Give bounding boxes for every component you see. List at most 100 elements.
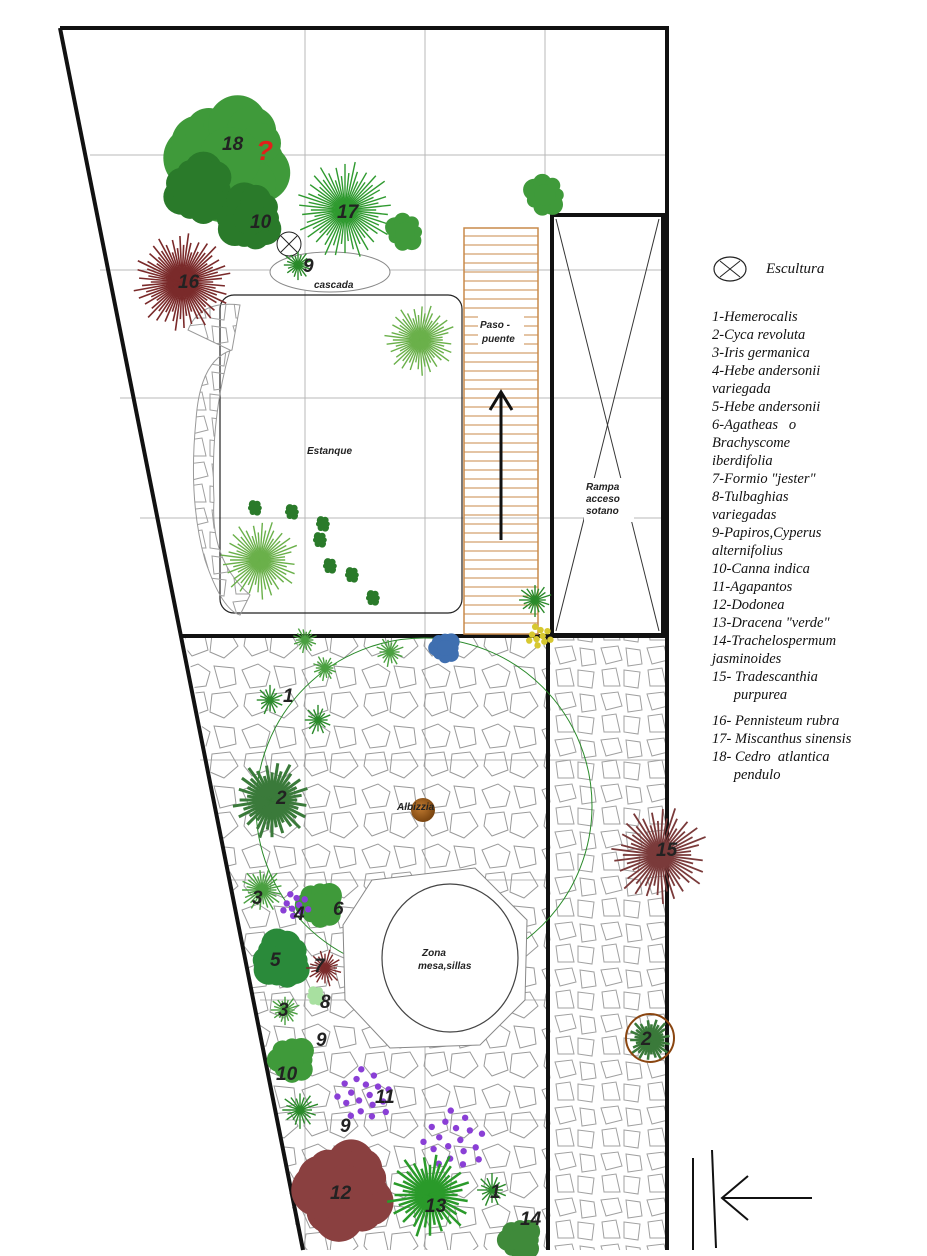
pond-shrub — [247, 500, 262, 516]
flowers-yellow-bridge — [526, 623, 554, 649]
plant-number: 16 — [178, 272, 200, 293]
label-albizzia: Albizzia — [396, 802, 435, 813]
plant-number: 11 — [375, 1087, 395, 1108]
grass-pond-blade — [419, 339, 432, 373]
hemerocallis-1-blade — [259, 689, 271, 701]
grass-pond-lower — [220, 522, 298, 600]
agapanthus-1-flower — [341, 1080, 348, 1087]
tulbaghia-core — [311, 991, 321, 1001]
iris-1-blade — [246, 872, 263, 891]
grass-pond-blade — [419, 339, 450, 362]
iris-1-blade — [261, 889, 280, 904]
grass-pond-blade — [419, 339, 423, 376]
grass-pond-lower-blade — [259, 559, 295, 566]
legend-item: 12-Dodonea — [712, 597, 785, 613]
label-zona-1: Zona — [421, 948, 446, 959]
iris-1-blade — [261, 889, 274, 910]
grass-pond-lower-blade — [259, 532, 283, 561]
pond-shrub — [322, 558, 337, 574]
papyrus-lower-blade — [299, 1109, 316, 1116]
agathea — [294, 883, 342, 928]
tradescantia-blade — [659, 854, 703, 862]
small-grass-3-blade — [324, 663, 337, 669]
hemerocallis-3-blade — [491, 1176, 498, 1191]
agapanthus-2-flower — [436, 1134, 443, 1141]
tradescantia-blade — [659, 850, 692, 856]
iris-1-blade — [261, 872, 278, 891]
papyrus-lower-blade — [294, 1109, 301, 1125]
hebe-variegated-flower — [283, 900, 290, 907]
trachelospermum — [496, 1219, 541, 1256]
papyrus-lower-blade — [299, 1101, 312, 1111]
plant-number: 2 — [275, 788, 287, 809]
hemerocallis-1-blade — [269, 699, 283, 706]
papyrus-top-blade — [285, 255, 299, 266]
phormium-blade — [324, 959, 340, 969]
miscanthus-top-blade — [344, 172, 368, 211]
agapanthus-1-flower — [343, 1099, 350, 1107]
pond-shrub — [344, 567, 359, 583]
phormium-blade — [324, 949, 331, 969]
hebe-variegated — [280, 891, 312, 920]
tradescantia-blade — [659, 827, 698, 856]
grass-bridge — [519, 585, 552, 617]
hemerocallis-1-blade — [260, 699, 271, 710]
cycas-2 — [630, 1019, 670, 1061]
agapanthus-2-flower — [452, 1124, 460, 1132]
miscanthus-top-blade — [344, 209, 375, 243]
agapanthus-1-flower — [334, 1093, 341, 1100]
iris-2-blade — [284, 998, 294, 1011]
small-grass-2-blade — [389, 640, 398, 653]
small-grass-3-blade — [322, 667, 326, 682]
cedar-tree-lower — [163, 151, 233, 224]
agapanthus-2-flower — [428, 1123, 435, 1131]
agapanthus-1-flower — [348, 1089, 355, 1096]
grass-pond — [384, 305, 454, 376]
small-grass-2-blade — [387, 639, 391, 653]
sculpture-icon — [713, 256, 747, 282]
small-grass-2-blade — [377, 651, 391, 658]
pond-shrub-core — [326, 562, 334, 570]
small-grass-2-blade — [383, 651, 391, 664]
hemerocallis-3-blade — [480, 1178, 493, 1191]
flowers-yellow-bridge-flower — [531, 623, 539, 631]
flowers-yellow-bridge-flower — [544, 627, 551, 635]
agapanthus-1-flower — [355, 1097, 363, 1104]
iris-2 — [270, 996, 300, 1026]
tradescantia-blade — [659, 854, 704, 873]
plant-number: 3 — [252, 888, 263, 909]
grass-pond-blade — [419, 339, 452, 354]
agapanthus-1-flower — [368, 1113, 376, 1120]
legend-sculpture-label: Escultura — [766, 260, 825, 277]
agapanthus-1-flower — [385, 1086, 392, 1093]
pond-shrub — [312, 532, 327, 548]
label-rampa-2: acceso — [586, 494, 620, 505]
miscanthus-top-blade — [299, 204, 346, 211]
legend-item: 2-Cyca revoluta — [712, 327, 806, 343]
grass-pond-lower-blade — [259, 537, 291, 561]
legend-item: 1-Hemerocalis — [712, 309, 798, 325]
papyrus-lower-blade — [299, 1109, 306, 1124]
legend-item: 11-Agapantos — [712, 579, 793, 595]
miscanthus-top-blade — [302, 209, 346, 216]
grass-pond-lower-blade — [223, 559, 261, 566]
miscanthus-top-blade — [344, 209, 388, 216]
hebe-variegated-flower — [304, 906, 312, 913]
flowers-yellow-bridge-flower — [539, 632, 546, 640]
miscanthus-top-blade — [319, 167, 346, 211]
miscanthus-top-blade — [344, 209, 369, 251]
plant-number: 17 — [337, 202, 360, 223]
hebe-core — [267, 945, 297, 975]
cycas-1 — [232, 763, 308, 839]
grass-bridge-blade — [534, 594, 552, 601]
phormium-blade — [316, 967, 326, 983]
tradescantia-blade — [659, 836, 706, 856]
hemerocallis-3-blade — [491, 1189, 501, 1199]
plant-number: 10 — [276, 1064, 298, 1085]
papyrus-lower-blade — [299, 1103, 319, 1111]
plant-number: 10 — [250, 212, 272, 233]
miscanthus-top-blade — [344, 180, 386, 211]
hebe — [252, 928, 310, 988]
grass-pond-blade — [419, 326, 454, 341]
